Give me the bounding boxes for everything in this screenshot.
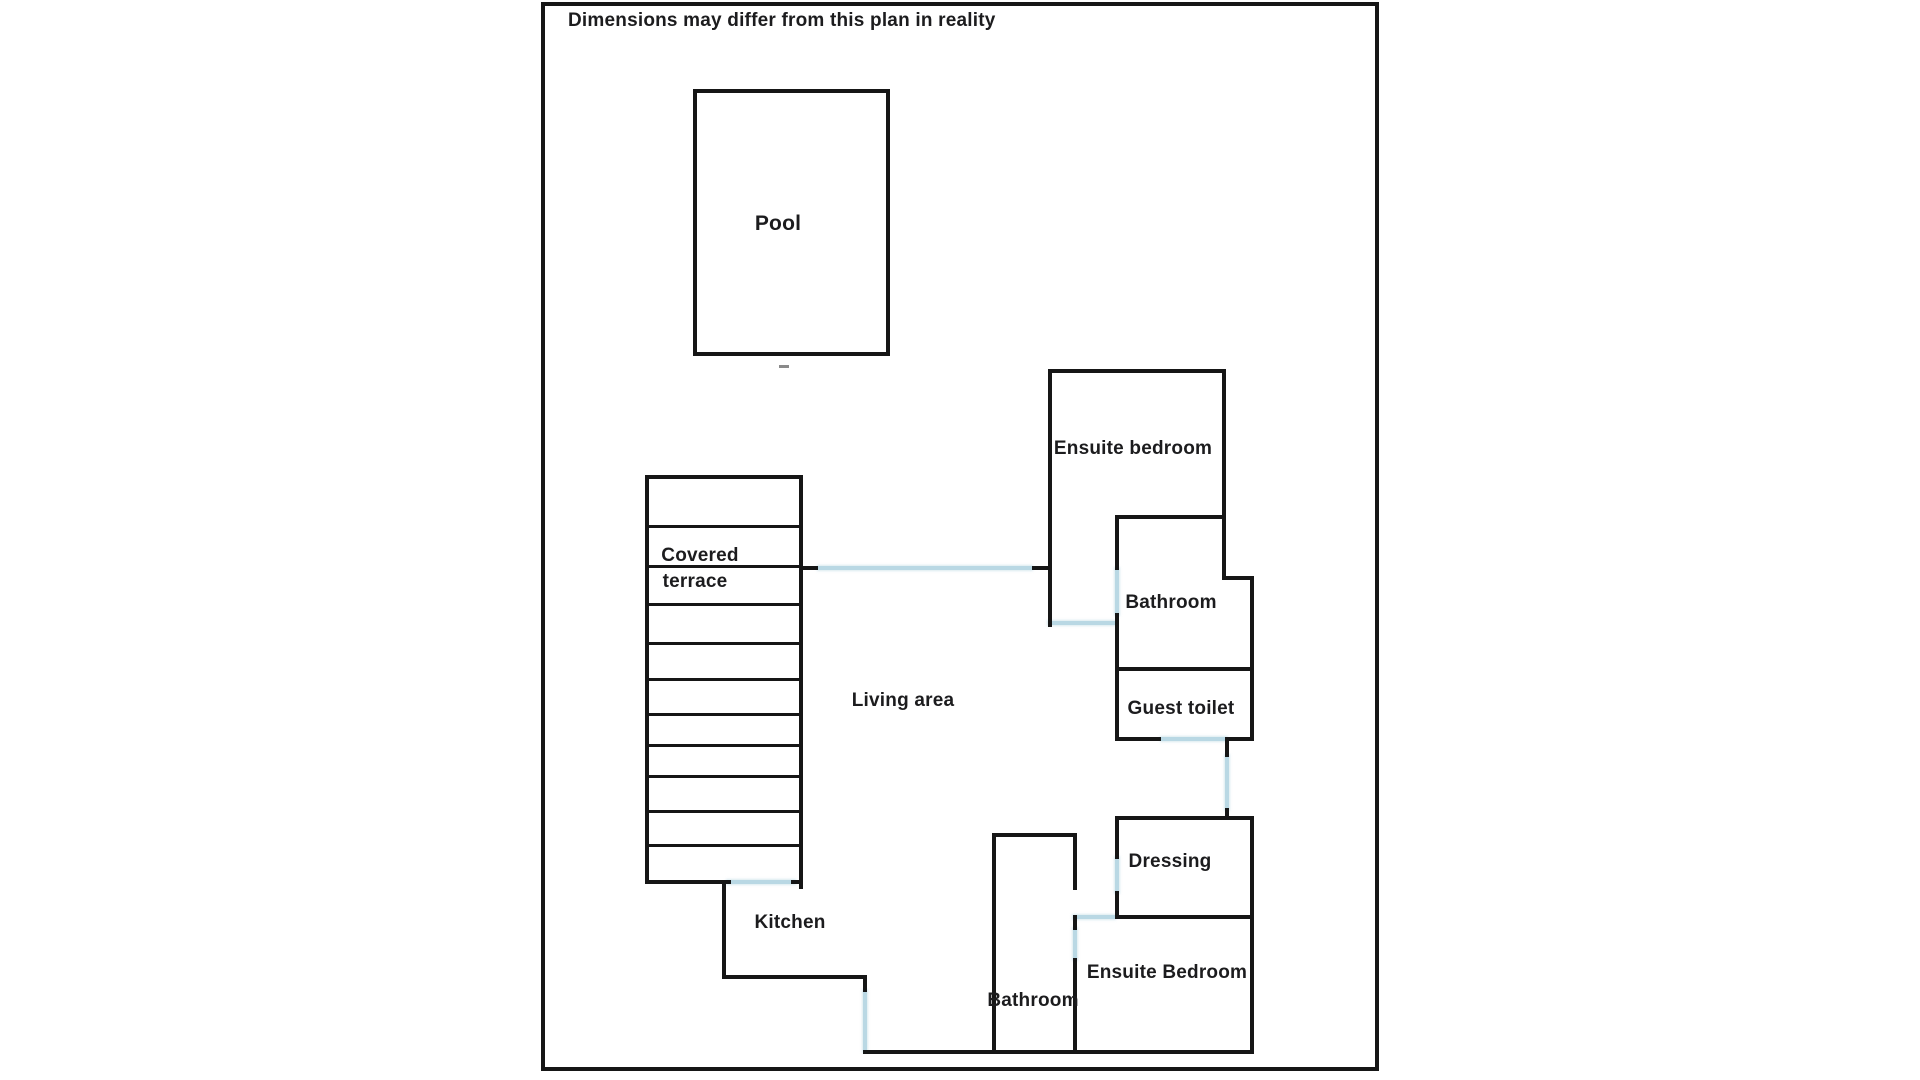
room-label-bathroom-top: Bathroom <box>1125 592 1217 613</box>
wall-segment <box>1073 833 1077 890</box>
room-label-ensuite-bedroom-top: Ensuite bedroom <box>1053 438 1213 459</box>
wall-segment <box>645 525 803 528</box>
glass-opening <box>727 880 795 884</box>
wall-segment <box>1073 915 1077 930</box>
room-label-bathroom-bottom: Bathroom <box>987 990 1079 1011</box>
wall-segment <box>799 566 818 570</box>
wall-segment <box>1115 816 1254 820</box>
wall-segment <box>645 744 803 747</box>
wall-segment <box>645 713 803 716</box>
room-label-disclaimer: Dimensions may differ from this plan in … <box>568 10 996 31</box>
room-label-living-area: Living area <box>851 690 955 711</box>
wall-segment <box>1048 369 1052 627</box>
wall-segment <box>1250 667 1254 741</box>
wall-segment <box>1222 369 1226 580</box>
glass-opening <box>863 990 867 1052</box>
wall-segment <box>1115 613 1119 671</box>
room-label-dressing: Dressing <box>1128 851 1212 872</box>
pool-outline <box>693 89 890 356</box>
wall-segment <box>1115 515 1226 519</box>
room-label-pool: Pool <box>754 212 802 235</box>
glass-opening <box>1073 915 1115 919</box>
wall-segment <box>1115 915 1254 919</box>
wall-segment <box>1115 515 1119 570</box>
wall-segment <box>863 975 867 992</box>
wall-segment <box>645 844 803 847</box>
room-label-covered-terrace-line1: Covered <box>661 545 739 566</box>
glass-opening <box>1225 755 1229 810</box>
wall-segment <box>1115 891 1119 919</box>
glass-opening <box>1161 737 1227 741</box>
wall-segment <box>1115 667 1119 741</box>
wall-segment <box>1222 576 1254 580</box>
wall-segment <box>645 642 803 645</box>
wall-segment <box>1115 737 1161 741</box>
room-label-ensuite-bedroom-bottom: Ensuite Bedroom <box>1086 962 1248 983</box>
wall-segment <box>645 880 731 884</box>
wall-segment <box>863 1050 1254 1054</box>
wall-segment <box>645 678 803 681</box>
wall-segment <box>1250 816 1254 1054</box>
room-label-guest-toilet: Guest toilet <box>1127 698 1235 719</box>
wall-segment <box>1073 958 1077 1052</box>
wall-segment <box>992 833 996 1054</box>
wall-segment <box>645 603 803 606</box>
wall-segment <box>1032 566 1048 570</box>
wall-segment <box>1250 576 1254 671</box>
wall-segment <box>722 880 726 979</box>
wall-segment <box>1115 667 1254 671</box>
glass-opening <box>1115 568 1119 615</box>
glass-opening <box>818 566 1032 570</box>
wall-segment <box>645 565 803 568</box>
wall-segment <box>1115 816 1119 859</box>
glass-opening <box>1115 857 1119 893</box>
wall-segment <box>722 975 867 979</box>
wall-segment <box>992 833 1077 837</box>
wall-segment <box>1225 808 1229 820</box>
wall-segment <box>799 475 803 889</box>
room-label-kitchen: Kitchen <box>754 912 826 933</box>
pool-dash <box>779 365 789 368</box>
plan-border <box>541 2 1379 1071</box>
glass-opening <box>1073 928 1077 960</box>
wall-segment <box>1048 369 1226 373</box>
wall-segment <box>791 880 803 884</box>
glass-opening <box>1048 621 1115 625</box>
wall-segment <box>1225 737 1229 757</box>
wall-segment <box>645 775 803 778</box>
room-label-covered-terrace-line2: terrace <box>662 571 728 592</box>
wall-segment <box>645 475 803 479</box>
wall-segment <box>1227 737 1254 741</box>
wall-segment <box>645 810 803 813</box>
